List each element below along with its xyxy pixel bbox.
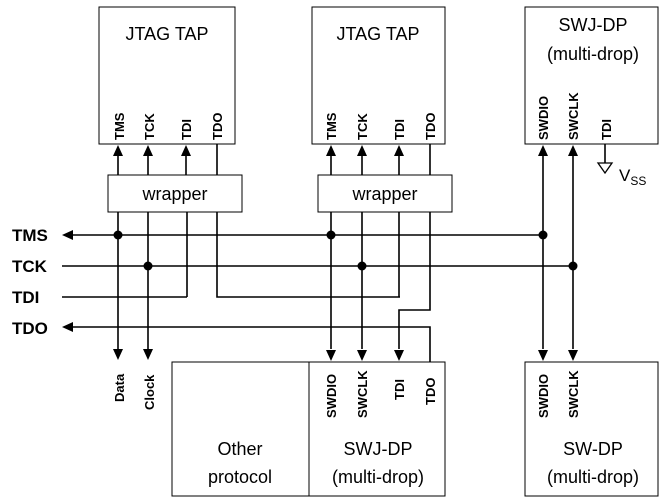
swj-top-swclk-arrow-up (568, 145, 578, 156)
swj-dp-top-pin-tdi: TDI (599, 119, 614, 140)
jtag-tap-2-title: JTAG TAP (336, 24, 419, 44)
wrapper-box-2: wrapper (317, 174, 453, 213)
swj-dp-top-pin-swclk: SWCLK (566, 92, 581, 140)
tap1-tdi-arrow-up (181, 145, 191, 156)
swj-dp-top-pin-swdio: SWDIO (536, 96, 551, 140)
other-protocol-title-line2: protocol (208, 467, 272, 487)
swd-wires (538, 144, 614, 361)
jtag-tap-1-pin-tck: TCK (142, 113, 157, 140)
tap1-tck-arrow-up (143, 145, 153, 156)
sw-dp-bottom-pin-swclk: SWCLK (566, 370, 581, 418)
wrapper-2-title: wrapper (351, 184, 417, 204)
swj-dp-bottom-box: SWJ-DP (multi-drop) SWDIO SWCLK TDI TDO (308, 361, 446, 497)
jtag-tap-2-pin-tms: TMS (324, 112, 339, 140)
tdo-arrow-left (62, 322, 73, 332)
tms-junction-dot-3 (538, 230, 548, 240)
jtag-tap-2-pin-tdo: TDO (423, 113, 438, 140)
tap2-tck-arrow-up (357, 145, 367, 156)
signal-label-tck: TCK (12, 257, 48, 276)
swj-dp-bottom-pin-tdi: TDI (392, 379, 407, 400)
jtag-tap-box-2: JTAG TAP TMS TCK TDI TDO (311, 6, 446, 145)
other-protocol-pin-data: Data (112, 373, 127, 402)
jtag-tap-1-pin-tms: TMS (112, 112, 127, 140)
sw-dp-swclk-arrow-down (568, 350, 578, 361)
other-protocol-pin-clock: Clock (142, 374, 157, 410)
swj-dp-top-title-line2: (multi-drop) (547, 44, 639, 64)
data-arrow-down (113, 349, 123, 360)
other-protocol-title-line1: Other (217, 439, 262, 459)
sw-dp-bottom-box: SW-DP (multi-drop) SWDIO SWCLK (524, 361, 659, 497)
swj-bottom-tdi-arrow-down (394, 350, 404, 361)
signal-label-tdi: TDI (12, 288, 39, 307)
sw-dp-swdio-arrow-down (538, 350, 548, 361)
tck-junction-dot-1 (143, 261, 153, 271)
swj-dp-top-box: SWJ-DP (multi-drop) SWDIO SWCLK TDI (524, 6, 659, 145)
jtag-tap-2-pin-tck: TCK (355, 113, 370, 140)
signal-label-tdo: TDO (12, 319, 48, 338)
sw-dp-bottom-pin-swdio: SWDIO (536, 374, 551, 418)
tap1-tms-arrow-up (113, 145, 123, 156)
swj-bottom-swdio-arrow-down (326, 350, 336, 361)
tms-arrow-left (62, 230, 73, 240)
tap2-tms-arrow-up (326, 145, 336, 156)
vss-label: VSS (619, 166, 646, 188)
wrapper-1-title: wrapper (141, 184, 207, 204)
bus-wires (62, 230, 573, 332)
sw-dp-bottom-title-line1: SW-DP (563, 439, 623, 459)
swj-dp-bottom-pin-swclk: SWCLK (355, 370, 370, 418)
swj-dp-bottom-title-line2: (multi-drop) (332, 467, 424, 487)
swj-dp-bottom-pin-tdo: TDO (423, 378, 438, 405)
swj-dp-bottom-title-line1: SWJ-DP (344, 439, 413, 459)
tms-junction-dot-1 (113, 230, 123, 240)
swj-dp-top-title-line1: SWJ-DP (559, 15, 628, 35)
jtag-tap-1-pin-tdo: TDO (210, 113, 225, 140)
jtag-tap-1-title: JTAG TAP (125, 24, 208, 44)
sw-dp-bottom-title-line2: (multi-drop) (547, 467, 639, 487)
jtag-tap-box-1: JTAG TAP TMS TCK TDI TDO (98, 6, 236, 145)
tms-junction-dot-2 (326, 230, 336, 240)
jtag-tap-2-pin-tdi: TDI (392, 119, 407, 140)
ground-symbol-icon (596, 162, 614, 175)
wrapper-box-1: wrapper (107, 174, 243, 213)
signal-label-tms: TMS (12, 226, 48, 245)
other-protocol-box: Other protocol (171, 361, 310, 497)
swj-dp-bottom-pin-swdio: SWDIO (324, 374, 339, 418)
swj-top-swdio-arrow-up (538, 145, 548, 156)
swj-bottom-swclk-arrow-down (357, 350, 367, 361)
tck-junction-dot-3 (568, 261, 578, 271)
tap2-tdi-arrow-up (394, 145, 404, 156)
jtag-tap-1-wires (113, 144, 400, 360)
jtag-tap-2-wires (310, 144, 431, 362)
tck-junction-dot-2 (357, 261, 367, 271)
clock-arrow-down (143, 349, 153, 360)
jtag-tap-1-pin-tdi: TDI (179, 119, 194, 140)
